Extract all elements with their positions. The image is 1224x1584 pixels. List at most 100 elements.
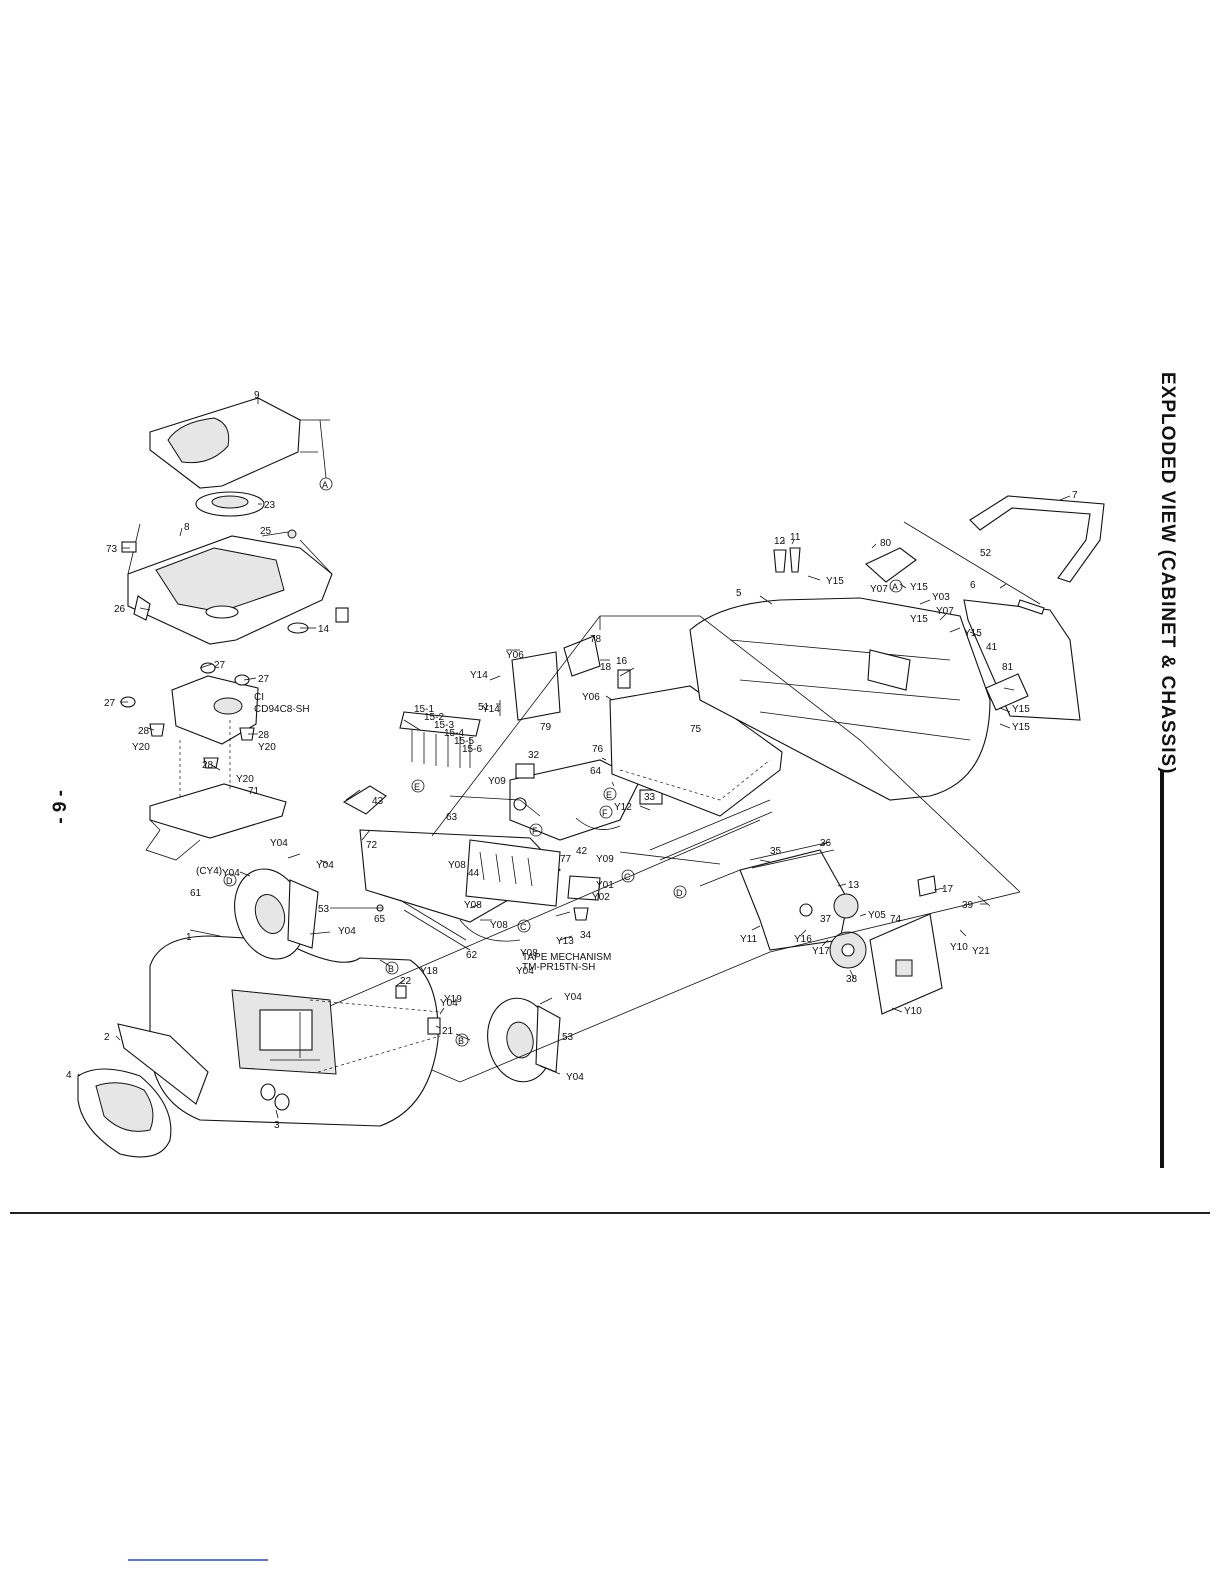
label-y01: Y01 — [596, 880, 614, 891]
pcb-part-74 — [869, 913, 943, 1015]
label-15-6: 15-6 — [462, 744, 482, 755]
label-tape-2: TM-PR15TN-SH — [522, 962, 595, 973]
label-27-b: 27 — [258, 674, 270, 685]
label-y09-a: Y09 — [488, 776, 506, 787]
cd-window-part-4 — [77, 1068, 172, 1158]
label-42: 42 — [576, 846, 588, 857]
label-6: 6 — [970, 580, 976, 591]
label-26: 26 — [114, 604, 126, 615]
label-81: 81 — [1002, 662, 1014, 673]
label-80: 80 — [880, 538, 892, 549]
label-cd-1: CI — [254, 692, 264, 703]
label-11: 11 — [790, 532, 801, 543]
label-16: 16 — [616, 656, 628, 667]
small-front-parts — [330, 904, 441, 1035]
label-y12: Y12 — [614, 802, 632, 813]
label-y04-g: Y04 — [564, 992, 582, 1003]
label-38: 38 — [846, 974, 858, 985]
label-d-2: D — [676, 888, 683, 898]
speaker-left-part-53 — [234, 868, 319, 960]
label-3: 3 — [274, 1120, 280, 1131]
label-41: 41 — [986, 642, 998, 653]
label-35: 35 — [770, 846, 782, 857]
leader-lines — [77, 398, 1071, 1119]
label-15-4: 15-4 — [444, 728, 464, 739]
label-y20-c: Y20 — [236, 774, 254, 785]
label-77: 77 — [560, 854, 572, 865]
label-y15-e: Y15 — [1012, 704, 1030, 715]
page-title: EXPLODED VIEW (CABINET & CHASSIS) — [1157, 372, 1178, 775]
part-12-11 — [773, 547, 801, 573]
label-a-1: A — [322, 480, 328, 490]
label-b-2: B — [458, 1036, 464, 1046]
label-y09-b: Y09 — [596, 854, 614, 865]
label-36: 36 — [820, 838, 832, 849]
label-c-1: C — [624, 872, 631, 882]
label-44: 44 — [468, 868, 480, 879]
label-39: 39 — [962, 900, 974, 911]
tape-mechanism-frame — [739, 841, 859, 951]
label-y15-f: Y15 — [1012, 722, 1030, 733]
label-53-a: 53 — [318, 904, 330, 915]
label-y04-h: Y04 — [566, 1072, 584, 1083]
label-y05: Y05 — [868, 910, 886, 921]
label-y19: Y19 — [444, 994, 462, 1005]
label-y17: Y17 — [812, 946, 830, 957]
label-13: 13 — [848, 880, 860, 891]
assembly-lines — [309, 615, 1021, 1083]
label-y04-f: Y04 — [440, 998, 458, 1009]
label-y11: Y11 — [740, 934, 757, 945]
label-32: 32 — [528, 750, 540, 761]
label-28-c: 28 — [202, 760, 214, 771]
label-e-1: E — [414, 782, 420, 792]
label-25: 25 — [260, 526, 272, 537]
label-b-1: B — [388, 964, 394, 974]
label-y10-a: Y10 — [950, 942, 968, 953]
label-17: 17 — [942, 884, 954, 895]
label-y14-b: Y14 — [482, 704, 500, 715]
link-underline — [128, 1559, 268, 1561]
label-tape-1: TAPE MECHANISM — [522, 952, 611, 963]
label-y06-b: Y06 — [582, 692, 600, 703]
chassis-frame-part-77 — [509, 759, 663, 921]
label-y08-b: Y08 — [464, 900, 482, 911]
shield-part-76 — [609, 685, 783, 817]
label-62: 62 — [466, 950, 478, 961]
label-4: 4 — [66, 1070, 72, 1081]
label-15-3: 15-3 — [434, 720, 454, 731]
part-labels: 9 A 23 8 25 73 26 14 27 27 27 CI CD94C8-… — [66, 390, 1078, 1131]
label-61: 61 — [190, 888, 202, 899]
label-y14-a: Y14 — [470, 670, 488, 681]
label-y15-a: Y15 — [826, 576, 844, 587]
label-37: 37 — [820, 914, 832, 925]
label-y21: Y21 — [972, 946, 990, 957]
bottom-rule — [10, 1212, 1210, 1214]
label-y02: Y02 — [592, 892, 610, 903]
label-53-b: 53 — [562, 1032, 574, 1043]
label-64: 64 — [590, 766, 602, 777]
pcb-part-79 — [499, 635, 631, 721]
label-y07-b: Y07 — [936, 606, 954, 617]
label-c-2: C — [520, 922, 527, 932]
label-5: 5 — [736, 588, 742, 599]
cd-upper-cabinet-part-8 — [127, 523, 333, 645]
label-1: 1 — [186, 932, 192, 943]
label-79: 79 — [540, 722, 552, 733]
label-15-5: 15-5 — [454, 736, 474, 747]
label-f-1: F — [532, 826, 538, 836]
label-12: 12 — [774, 536, 786, 547]
label-52: 52 — [980, 548, 992, 559]
label-27-c: 27 — [104, 698, 116, 709]
rear-cabinet-part-5 — [689, 597, 991, 801]
label-a-2: A — [892, 582, 898, 592]
label-y08-d: Y08 — [520, 948, 538, 959]
label-33: 33 — [644, 792, 656, 803]
label-14: 14 — [318, 624, 330, 635]
label-72: 72 — [366, 840, 378, 851]
label-cy4: (CY4) — [196, 866, 222, 877]
label-21: 21 — [442, 1026, 454, 1037]
pcb-part-80 — [865, 547, 917, 583]
cd-turntable-part-23 — [195, 491, 265, 517]
label-y06-a: Y06 — [506, 650, 524, 661]
label-y10-b: Y10 — [904, 1006, 922, 1017]
